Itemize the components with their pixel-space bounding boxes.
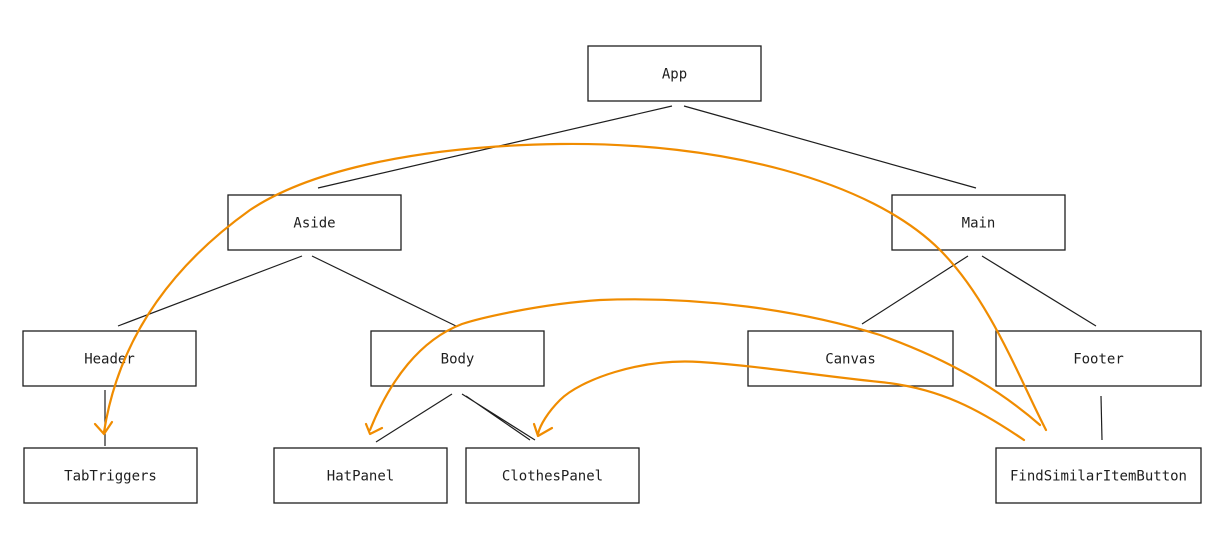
node-label-clothes-panel: ClothesPanel <box>502 469 603 485</box>
node-hat-panel: HatPanel <box>273 447 448 504</box>
node-label-hat-panel: HatPanel <box>327 469 394 485</box>
edge-app-main <box>683 105 977 189</box>
edge-footer-findsimilar <box>1100 395 1103 441</box>
flow-arrow-to-tab-triggers <box>102 142 1048 434</box>
flow-arrows <box>93 142 1048 442</box>
node-body: Body <box>370 330 545 387</box>
node-label-footer: Footer <box>1073 352 1124 368</box>
node-label-find-similar-item-button: FindSimilarItemButton <box>1010 469 1187 485</box>
flow-arrow-head-hat-panel <box>364 422 384 436</box>
edge-aside-body <box>311 255 457 327</box>
flow-arrow-head-tab-triggers <box>93 420 114 436</box>
node-label-app: App <box>662 67 687 83</box>
edge-body-clothespanel <box>461 393 536 441</box>
edge-main-footer <box>981 255 1097 327</box>
node-header: Header <box>22 330 197 387</box>
edge-aside-header <box>117 255 303 327</box>
node-clothes-panel: ClothesPanel <box>465 447 640 504</box>
flow-arrow-to-clothes-panel <box>536 360 1026 442</box>
node-label-body: Body <box>441 352 475 368</box>
node-footer: Footer <box>995 330 1202 387</box>
node-label-main: Main <box>962 216 996 232</box>
node-tab-triggers: TabTriggers <box>23 447 198 504</box>
node-canvas: Canvas <box>747 330 954 387</box>
node-app: App <box>587 45 762 102</box>
node-find-similar-item-button: FindSimilarItemButton <box>995 447 1202 504</box>
flow-arrow-head-clothes-panel <box>532 422 554 438</box>
node-main: Main <box>891 194 1066 251</box>
node-aside: Aside <box>227 194 402 251</box>
node-label-aside: Aside <box>293 216 335 232</box>
tree-edges <box>104 105 1103 446</box>
node-label-tab-triggers: TabTriggers <box>64 469 157 485</box>
edge-body-hatpanel <box>375 393 453 443</box>
node-label-canvas: Canvas <box>825 352 876 368</box>
edge-main-canvas <box>861 255 969 325</box>
flow-arrow-to-hat-panel <box>368 298 1042 432</box>
